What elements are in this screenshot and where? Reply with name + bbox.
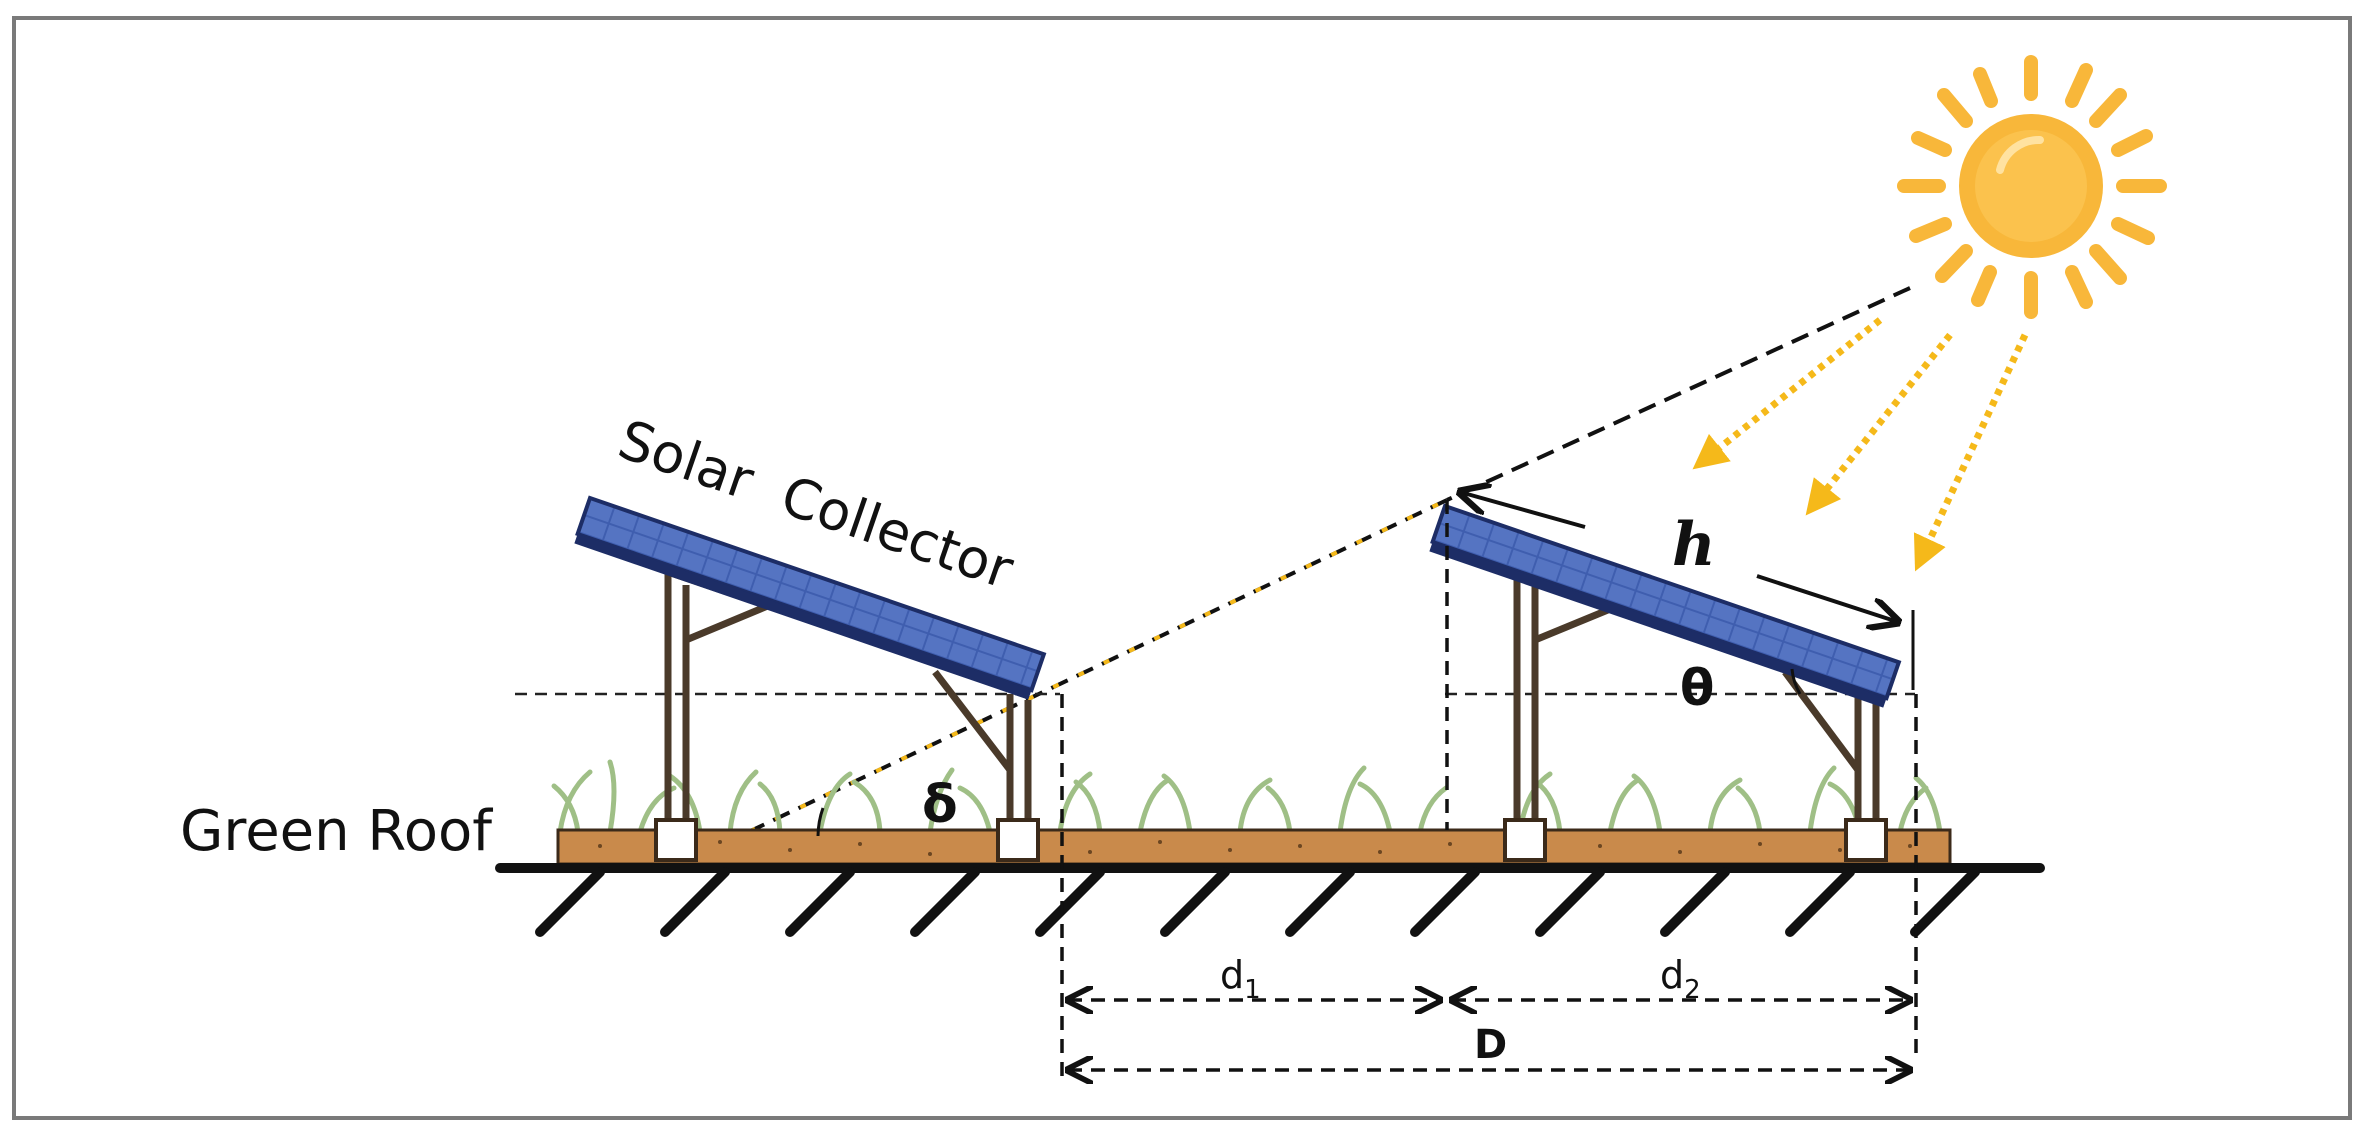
theta-label: θ [1680, 659, 1714, 717]
green-roof-label: Green Roof [180, 799, 493, 864]
D-label: D [1474, 1022, 1507, 1068]
grass [551, 759, 1943, 835]
sun-ray-1 [1692, 317, 1883, 470]
d2-label: d2 [1660, 953, 1701, 1005]
left-solar-collector [574, 495, 1047, 862]
d1-main: d [1220, 953, 1244, 997]
dimension-arrows [1068, 1000, 1910, 1070]
shadow-line-lower [739, 498, 1448, 838]
right-panel [1429, 503, 1902, 708]
left-footings [654, 818, 1040, 862]
delta-label: δ [922, 775, 958, 835]
theta-angle-arc [1790, 668, 1802, 695]
vertical-guides [1060, 500, 1918, 1082]
delta-angle-arc [816, 807, 825, 837]
sun-ray-2 [1805, 332, 1953, 516]
left-panel [574, 495, 1047, 700]
green-roof-soil [556, 828, 1952, 866]
d1-label: d1 [1220, 953, 1261, 1005]
ground-hatching [535, 867, 1980, 937]
h-arrow-upper [1460, 492, 1586, 529]
h-arrow-lower [1756, 574, 1898, 622]
right-solar-collector [1429, 503, 1902, 862]
d2-subscript: 2 [1684, 975, 1701, 1005]
d2-main: d [1660, 953, 1684, 997]
shadow-line-upper [1446, 286, 1911, 502]
sun-rays [1692, 317, 2029, 572]
sun-icon [1897, 55, 2167, 319]
d1-subscript: 1 [1244, 975, 1261, 1005]
h-label: h [1672, 510, 1716, 580]
right-footings [1503, 818, 1888, 862]
